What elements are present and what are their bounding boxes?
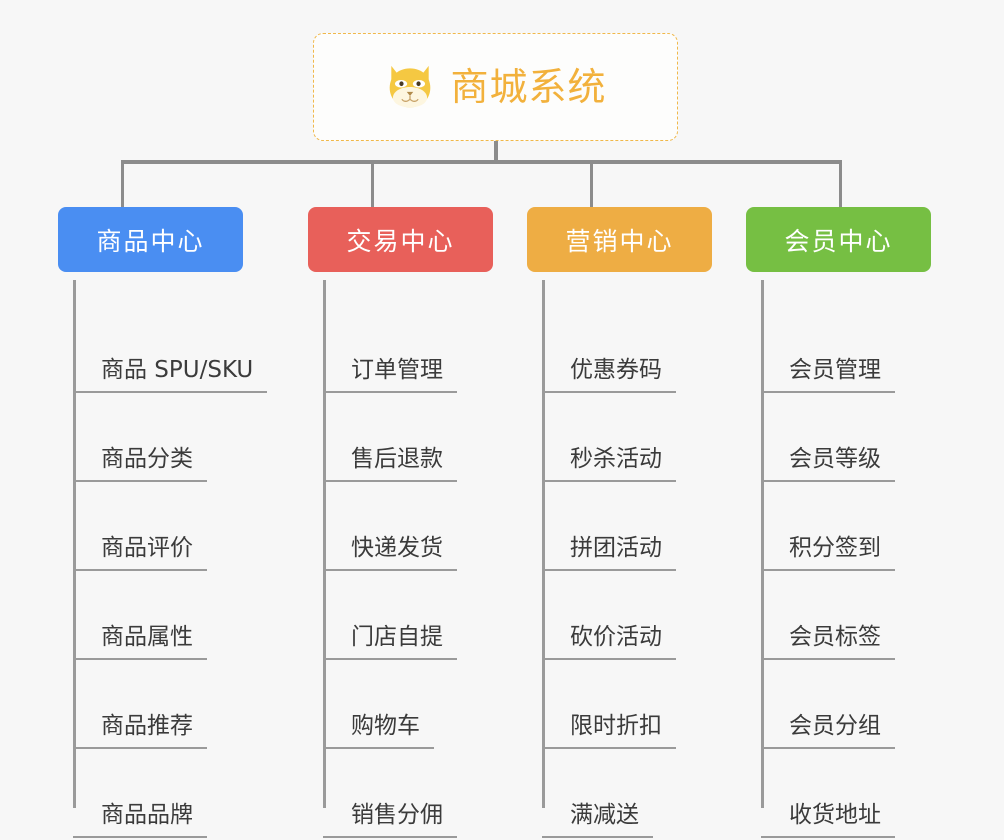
category-label: 交易中心 (346, 226, 455, 256)
item-label: 会员分组 (789, 713, 881, 739)
item-label: 积分签到 (789, 535, 881, 561)
item-spine (323, 280, 326, 808)
dog-face-icon (390, 65, 431, 108)
category-header-marketing[interactable]: 营销中心 (527, 207, 712, 272)
connector-trunk (494, 141, 498, 163)
item-label: 商品分类 (101, 446, 193, 472)
item-label: 秒杀活动 (570, 446, 662, 472)
item-label: 会员等级 (789, 446, 881, 472)
item-label: 会员标签 (789, 624, 881, 650)
item-label: 商品评价 (101, 535, 193, 561)
item-label: 商品品牌 (101, 802, 193, 828)
item-label: 优惠券码 (570, 357, 662, 383)
branch-column-trade: 交易中心 订单管理 售后退款 快递发货 门店自提 购物车 销售分佣 (308, 207, 493, 838)
category-label: 商品中心 (96, 226, 205, 256)
item-label: 限时折扣 (570, 713, 662, 739)
item-label: 门店自提 (351, 624, 443, 650)
connector-drop-trade (371, 160, 374, 208)
connector-drop-marketing (590, 160, 593, 208)
item-label: 会员管理 (789, 357, 881, 383)
item-label: 销售分佣 (351, 802, 443, 828)
item-label: 快递发货 (351, 535, 443, 561)
item-label: 商品推荐 (101, 713, 193, 739)
item-spine (73, 280, 76, 808)
category-header-member[interactable]: 会员中心 (746, 207, 931, 272)
item-label: 购物车 (351, 713, 420, 739)
category-header-trade[interactable]: 交易中心 (308, 207, 493, 272)
branch-column-member: 会员中心 会员管理 会员等级 积分签到 会员标签 会员分组 收货地址 (746, 207, 931, 838)
branch-column-marketing: 营销中心 优惠券码 秒杀活动 拼团活动 砍价活动 限时折扣 满减送 (527, 207, 712, 838)
item-label: 订单管理 (351, 357, 443, 383)
category-header-product[interactable]: 商品中心 (58, 207, 243, 272)
item-label: 满减送 (570, 802, 639, 828)
item-label: 拼团活动 (570, 535, 662, 561)
item-spine (542, 280, 545, 808)
connector-drop-member (839, 160, 842, 208)
category-label: 会员中心 (784, 226, 893, 256)
connector-bus (121, 160, 842, 164)
item-label: 收货地址 (789, 802, 881, 828)
item-label: 商品 SPU/SKU (101, 357, 254, 383)
branch-column-product: 商品中心 商品 SPU/SKU 商品分类 商品评价 商品属性 商品推荐 商品品牌 (58, 207, 268, 838)
item-label: 砍价活动 (570, 624, 662, 650)
connector-drop-product (121, 160, 124, 208)
item-label: 商品属性 (101, 624, 193, 650)
category-label: 营销中心 (565, 226, 674, 256)
item-label: 售后退款 (351, 446, 443, 472)
root-node[interactable]: 商城系统 (313, 33, 678, 141)
root-title: 商城系统 (450, 65, 607, 109)
item-spine (761, 280, 764, 808)
